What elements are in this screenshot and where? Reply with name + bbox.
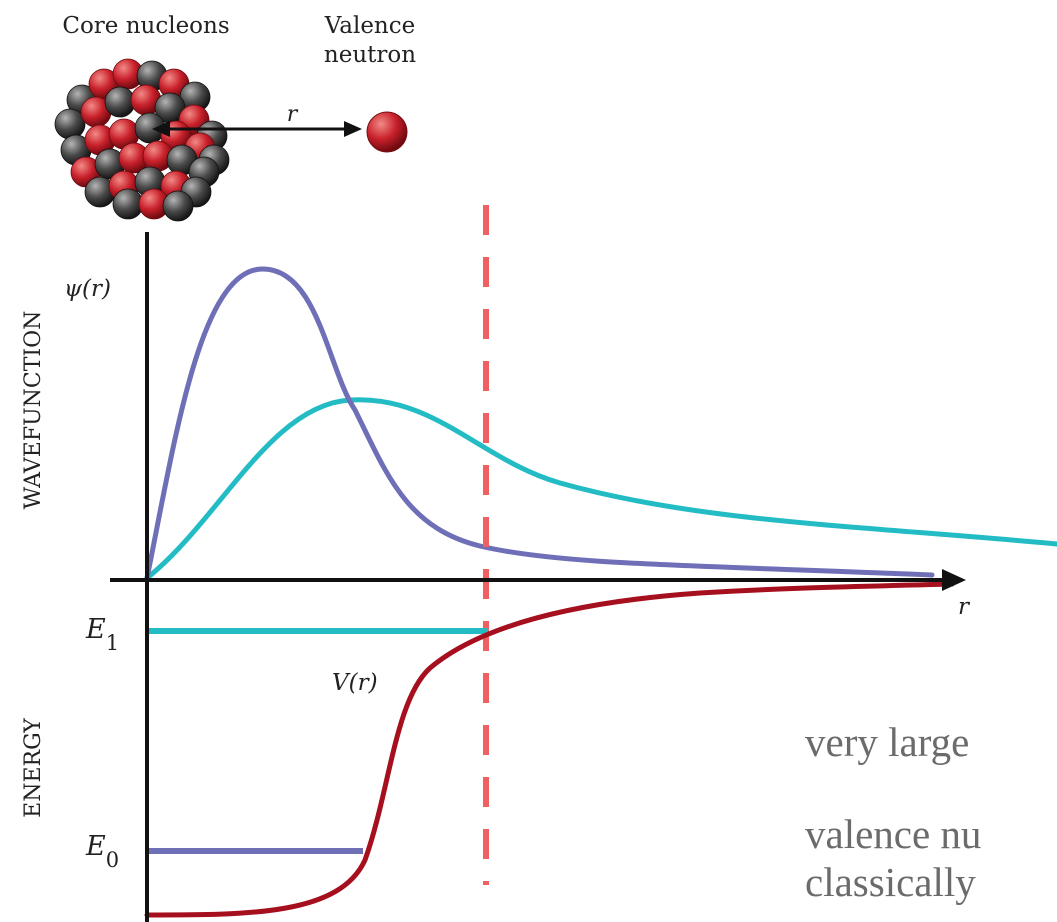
valence-caption-line2: neutron	[324, 42, 416, 68]
energy-axis-label: ENERGY	[21, 718, 46, 818]
excited-state-wavefunction	[144, 397, 1057, 581]
x-axis-arrowhead	[942, 569, 966, 591]
body-text-line-2: valence nu	[805, 811, 982, 857]
e0-label: E0	[85, 831, 119, 872]
core-nucleus-cluster	[54, 58, 230, 222]
wavefunction-axis-label: WAVEFUNCTION	[21, 311, 46, 510]
core-nucleons-caption: Core nucleons	[62, 13, 229, 39]
neutron-sphere	[54, 108, 86, 140]
neutron-sphere	[104, 86, 136, 118]
valence-caption-line1: Valence	[324, 13, 415, 39]
body-text-line-1: very large	[805, 719, 970, 765]
radius-label: r	[287, 102, 299, 127]
ground-state-wavefunction	[144, 266, 935, 581]
neutron-sphere	[162, 190, 194, 222]
valence-neutron	[366, 111, 408, 153]
e1-label: E1	[85, 614, 119, 655]
body-text-line-3: classically	[805, 859, 976, 905]
x-axis-label: r	[958, 594, 971, 620]
psi-label: ψ(r)	[64, 276, 111, 302]
neutron-sphere	[112, 188, 144, 220]
potential-label: V(r)	[332, 670, 378, 696]
radius-arrow	[152, 121, 362, 137]
potential-curve	[144, 581, 955, 918]
